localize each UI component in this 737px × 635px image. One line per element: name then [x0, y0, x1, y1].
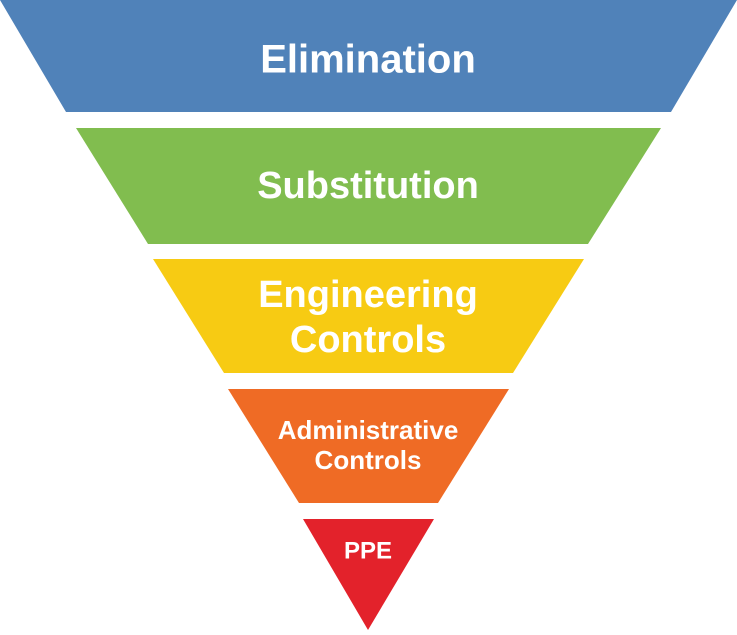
level-administrative-controls-band	[228, 389, 509, 503]
level-ppe: PPE	[303, 519, 434, 630]
level-engineering-controls-label-line2: Controls	[290, 319, 446, 361]
level-substitution-band	[76, 128, 661, 244]
level-engineering-controls-label-line1: Engineering	[258, 274, 478, 316]
level-substitution: Substitution	[76, 128, 661, 244]
level-substitution-label: Substitution	[257, 165, 479, 207]
level-ppe-band	[303, 519, 434, 630]
level-ppe-label: PPE	[344, 537, 392, 564]
level-elimination-label: Elimination	[260, 38, 476, 82]
level-elimination: Elimination	[0, 0, 737, 112]
level-administrative-controls: Administrative Controls	[228, 389, 509, 503]
level-engineering-controls-band	[153, 259, 584, 373]
level-engineering-controls: Engineering Controls	[153, 259, 584, 373]
level-administrative-controls-label-line1: Administrative	[278, 415, 459, 445]
level-administrative-controls-label-line2: Controls	[315, 445, 422, 475]
level-elimination-band	[0, 0, 737, 112]
